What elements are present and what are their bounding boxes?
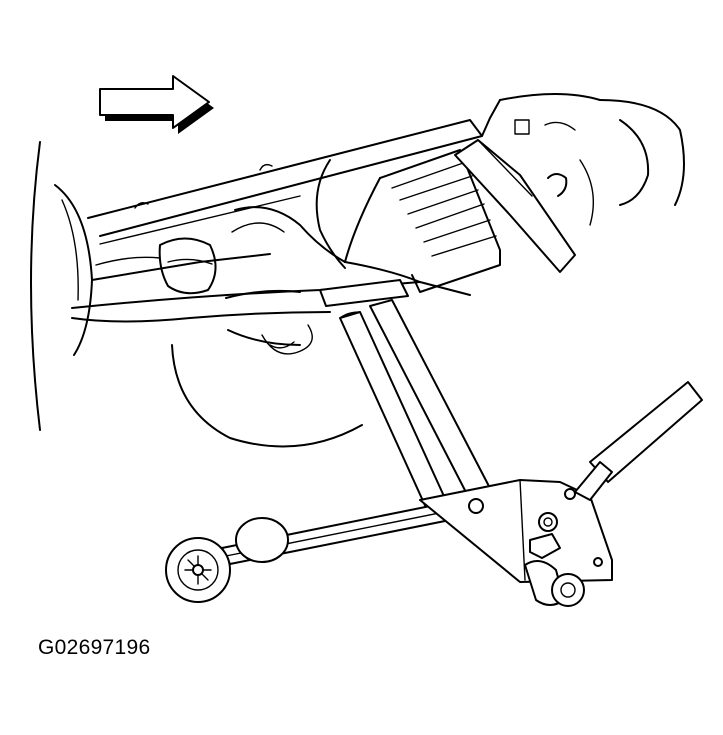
spring-plate-bracket <box>379 149 501 293</box>
jack-lift-arm <box>319 279 493 513</box>
left-tire <box>30 141 93 431</box>
direction-arrow <box>99 75 214 134</box>
brake-drum <box>171 324 363 448</box>
jack-caster-wheel <box>524 560 585 607</box>
release-valve-nut <box>529 512 561 559</box>
figure-id-label: G02697196 <box>38 636 151 659</box>
jack-handle <box>574 381 703 501</box>
jack-front-wheels <box>165 517 289 603</box>
frame-rail <box>87 93 685 237</box>
leaf-spring <box>71 159 421 323</box>
shock-bracket <box>454 139 576 273</box>
axle-housing <box>158 177 471 299</box>
